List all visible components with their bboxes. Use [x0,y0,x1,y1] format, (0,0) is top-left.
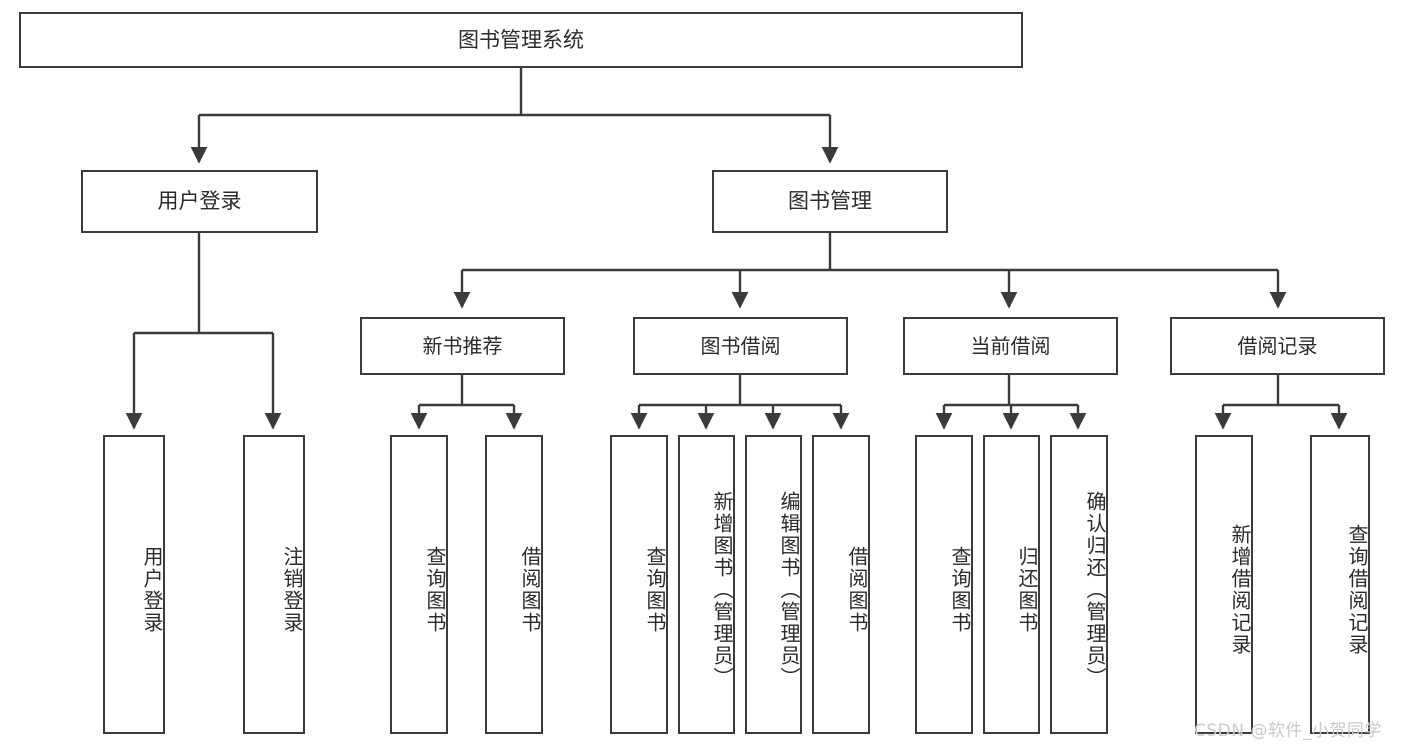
node-leaf-query-book-2[interactable]: 查询图书 [610,435,668,734]
node-leaf-query-book-1-label: 查询图书 [423,545,447,634]
node-root[interactable]: 图书管理系统 [19,12,1023,68]
node-leaf-query-book-3[interactable]: 查询图书 [915,435,973,734]
node-current-borrow[interactable]: 当前借阅 [903,317,1118,375]
node-leaf-borrow-book-1-label: 借阅图书 [518,545,542,634]
node-leaf-logout-login[interactable]: 注销登录 [243,435,305,734]
node-leaf-query-book-3-label: 查询图书 [948,545,972,634]
node-borrow-record-label: 借阅记录 [1237,333,1318,358]
node-book-manage[interactable]: 图书管理 [712,170,948,233]
node-leaf-add-book-label: 新增图书（管理员） [710,490,734,689]
node-book-borrow-label: 图书借阅 [700,333,781,358]
node-leaf-confirm-return-label: 确认归还（管理员） [1083,490,1107,689]
node-leaf-borrow-book-1[interactable]: 借阅图书 [485,435,543,734]
node-leaf-edit-book[interactable]: 编辑图书（管理员） [745,435,802,734]
node-user-login-label: 用户登录 [157,189,242,214]
node-book-borrow[interactable]: 图书借阅 [633,317,848,375]
node-borrow-record[interactable]: 借阅记录 [1170,317,1385,375]
node-leaf-logout-login-label: 注销登录 [280,545,304,634]
node-leaf-query-book-1[interactable]: 查询图书 [390,435,448,734]
node-book-manage-label: 图书管理 [788,189,872,214]
node-leaf-borrow-book-2-label: 借阅图书 [845,545,869,634]
node-leaf-add-book[interactable]: 新增图书（管理员） [678,435,735,734]
node-leaf-return-book-label: 归还图书 [1015,545,1039,634]
csdn-watermark: CSDN @软件_小贺同学 [1194,721,1382,741]
node-new-book-recommend[interactable]: 新书推荐 [360,317,565,375]
node-leaf-user-login-label: 用户登录 [140,545,164,634]
node-user-login[interactable]: 用户登录 [81,170,318,233]
node-leaf-confirm-return[interactable]: 确认归还（管理员） [1050,435,1108,734]
node-leaf-add-record-label: 新增借阅记录 [1228,523,1252,656]
node-root-label: 图书管理系统 [458,27,584,52]
node-current-borrow-label: 当前借阅 [970,333,1051,358]
node-leaf-user-login[interactable]: 用户登录 [103,435,165,734]
node-leaf-query-book-2-label: 查询图书 [643,545,667,634]
node-leaf-edit-book-label: 编辑图书（管理员） [777,490,801,689]
node-leaf-query-record-label: 查询借阅记录 [1345,523,1369,656]
node-leaf-return-book[interactable]: 归还图书 [983,435,1040,734]
node-leaf-query-record[interactable]: 查询借阅记录 [1310,435,1370,734]
node-leaf-add-record[interactable]: 新增借阅记录 [1195,435,1253,734]
node-leaf-borrow-book-2[interactable]: 借阅图书 [812,435,870,734]
node-new-book-recommend-label: 新书推荐 [422,333,503,358]
